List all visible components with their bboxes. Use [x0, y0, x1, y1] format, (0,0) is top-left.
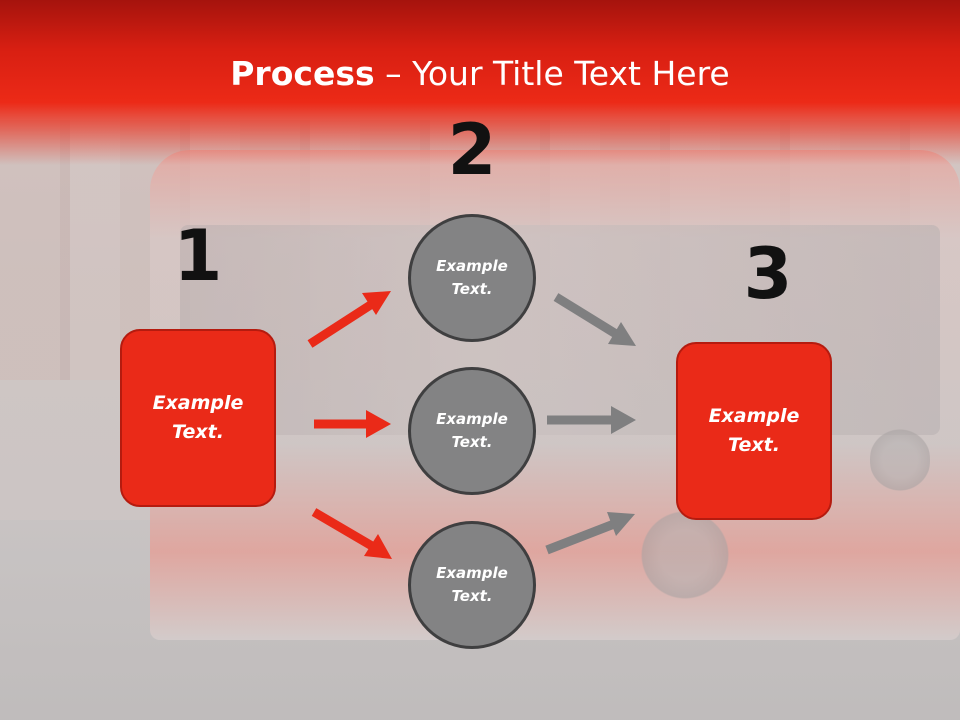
step-3-text: Example Text. [709, 402, 800, 460]
right-arrow-icon [547, 406, 636, 434]
circle-text-line: Text. [451, 587, 493, 605]
circle-text-line: Text. [451, 280, 493, 298]
step-2-circle-middle[interactable]: Example Text. [408, 367, 536, 495]
right-arrow-icon [553, 293, 636, 346]
step-1-box[interactable]: Example Text. [120, 329, 276, 507]
circle-text-line: Text. [451, 433, 493, 451]
title-rest: – Your Title Text Here [374, 54, 730, 93]
circle-top-text: Example Text. [436, 255, 508, 301]
step-3-box[interactable]: Example Text. [676, 342, 832, 520]
right-arrow-icon [307, 291, 391, 348]
step-number-1: 1 [173, 215, 223, 297]
box-text-line: Example [708, 405, 800, 427]
step-2-circle-bottom[interactable]: Example Text. [408, 521, 536, 649]
box-text-line: Text. [172, 421, 224, 443]
box-text-line: Example [152, 392, 244, 414]
box-text-line: Text. [728, 434, 780, 456]
right-arrow-icon [545, 512, 635, 555]
slide-title[interactable]: Process – Your Title Text Here [0, 50, 960, 98]
title-bold: Process [230, 54, 375, 93]
right-arrow-icon [314, 410, 391, 438]
circle-text-line: Example [436, 257, 508, 275]
background-bus-rear-wheel [870, 420, 930, 500]
right-arrow-icon [311, 508, 392, 559]
step-2-circle-top[interactable]: Example Text. [408, 214, 536, 342]
header-band [0, 0, 960, 165]
step-number-2: 2 [447, 109, 497, 191]
circle-bottom-text: Example Text. [436, 562, 508, 608]
circle-middle-text: Example Text. [436, 408, 508, 454]
circle-text-line: Example [436, 564, 508, 582]
circle-text-line: Example [436, 410, 508, 428]
step-1-text: Example Text. [153, 389, 244, 447]
step-number-3: 3 [743, 233, 793, 315]
